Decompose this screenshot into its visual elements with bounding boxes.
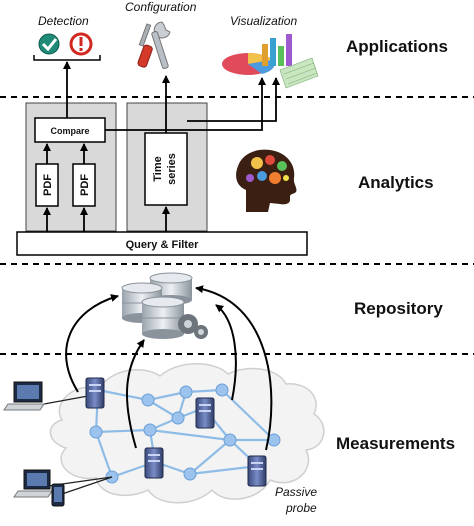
network-node xyxy=(223,433,237,447)
network-node xyxy=(179,385,193,399)
pdf-label-1: PDF xyxy=(42,174,54,196)
laptop-icon xyxy=(13,469,53,498)
charts-icon xyxy=(222,34,319,89)
server-icon xyxy=(144,447,164,479)
query-filter-label: Query & Filter xyxy=(126,239,199,251)
network-node xyxy=(267,433,281,447)
visualization-label: Visualization xyxy=(230,14,297,28)
detection-bracket xyxy=(33,55,101,61)
repository-gears xyxy=(178,314,208,339)
analytics-arrows xyxy=(43,61,280,232)
phone-icon xyxy=(51,483,65,507)
network-nodes xyxy=(89,383,281,484)
query-filter-box xyxy=(16,231,308,256)
layer-label-analytics: Analytics xyxy=(358,173,434,192)
compare-label: Compare xyxy=(50,126,89,136)
brain-gears-icon xyxy=(236,149,297,212)
laptop-icon xyxy=(3,381,45,411)
passive-probe-label-1: Passive xyxy=(275,485,317,499)
repository-arrows xyxy=(65,285,273,451)
arrow-compare-to-visualization xyxy=(105,77,266,131)
arrow-mid-probe-to-repository xyxy=(215,304,237,401)
configuration-label: Configuration xyxy=(125,0,197,14)
server-icon xyxy=(195,397,215,429)
network-node xyxy=(143,423,157,437)
database-gears-icon xyxy=(121,272,208,339)
layer-label-applications: Applications xyxy=(346,37,448,56)
section-separators xyxy=(0,96,474,355)
time-series-label-2: series xyxy=(166,153,178,185)
server-icon xyxy=(247,455,267,487)
network-node xyxy=(89,425,103,439)
arrow-passive-probe-to-repository xyxy=(195,285,273,451)
network-node xyxy=(183,467,197,481)
server-icon xyxy=(85,377,105,409)
arrow-center-probe-to-repository xyxy=(126,339,145,449)
check-circle-icon xyxy=(38,33,60,55)
tools-icon xyxy=(137,21,171,69)
pdf-label-2: PDF xyxy=(79,174,91,196)
arrow-left-probe-to-repository xyxy=(65,294,119,393)
detection-label: Detection xyxy=(38,14,89,28)
layer-label-repository: Repository xyxy=(354,299,443,318)
alert-circle-icon xyxy=(69,32,93,56)
database-cylinder-front xyxy=(141,296,185,339)
network-node xyxy=(215,383,229,397)
passive-probe-label-2: probe xyxy=(285,501,317,515)
arrow-timeseries-to-visualization xyxy=(187,77,280,122)
layer-label-measurements: Measurements xyxy=(336,434,455,453)
network-node xyxy=(141,393,155,407)
network-node xyxy=(171,411,185,425)
time-series-label-1: Time xyxy=(152,156,164,181)
time-series-box xyxy=(144,132,188,206)
